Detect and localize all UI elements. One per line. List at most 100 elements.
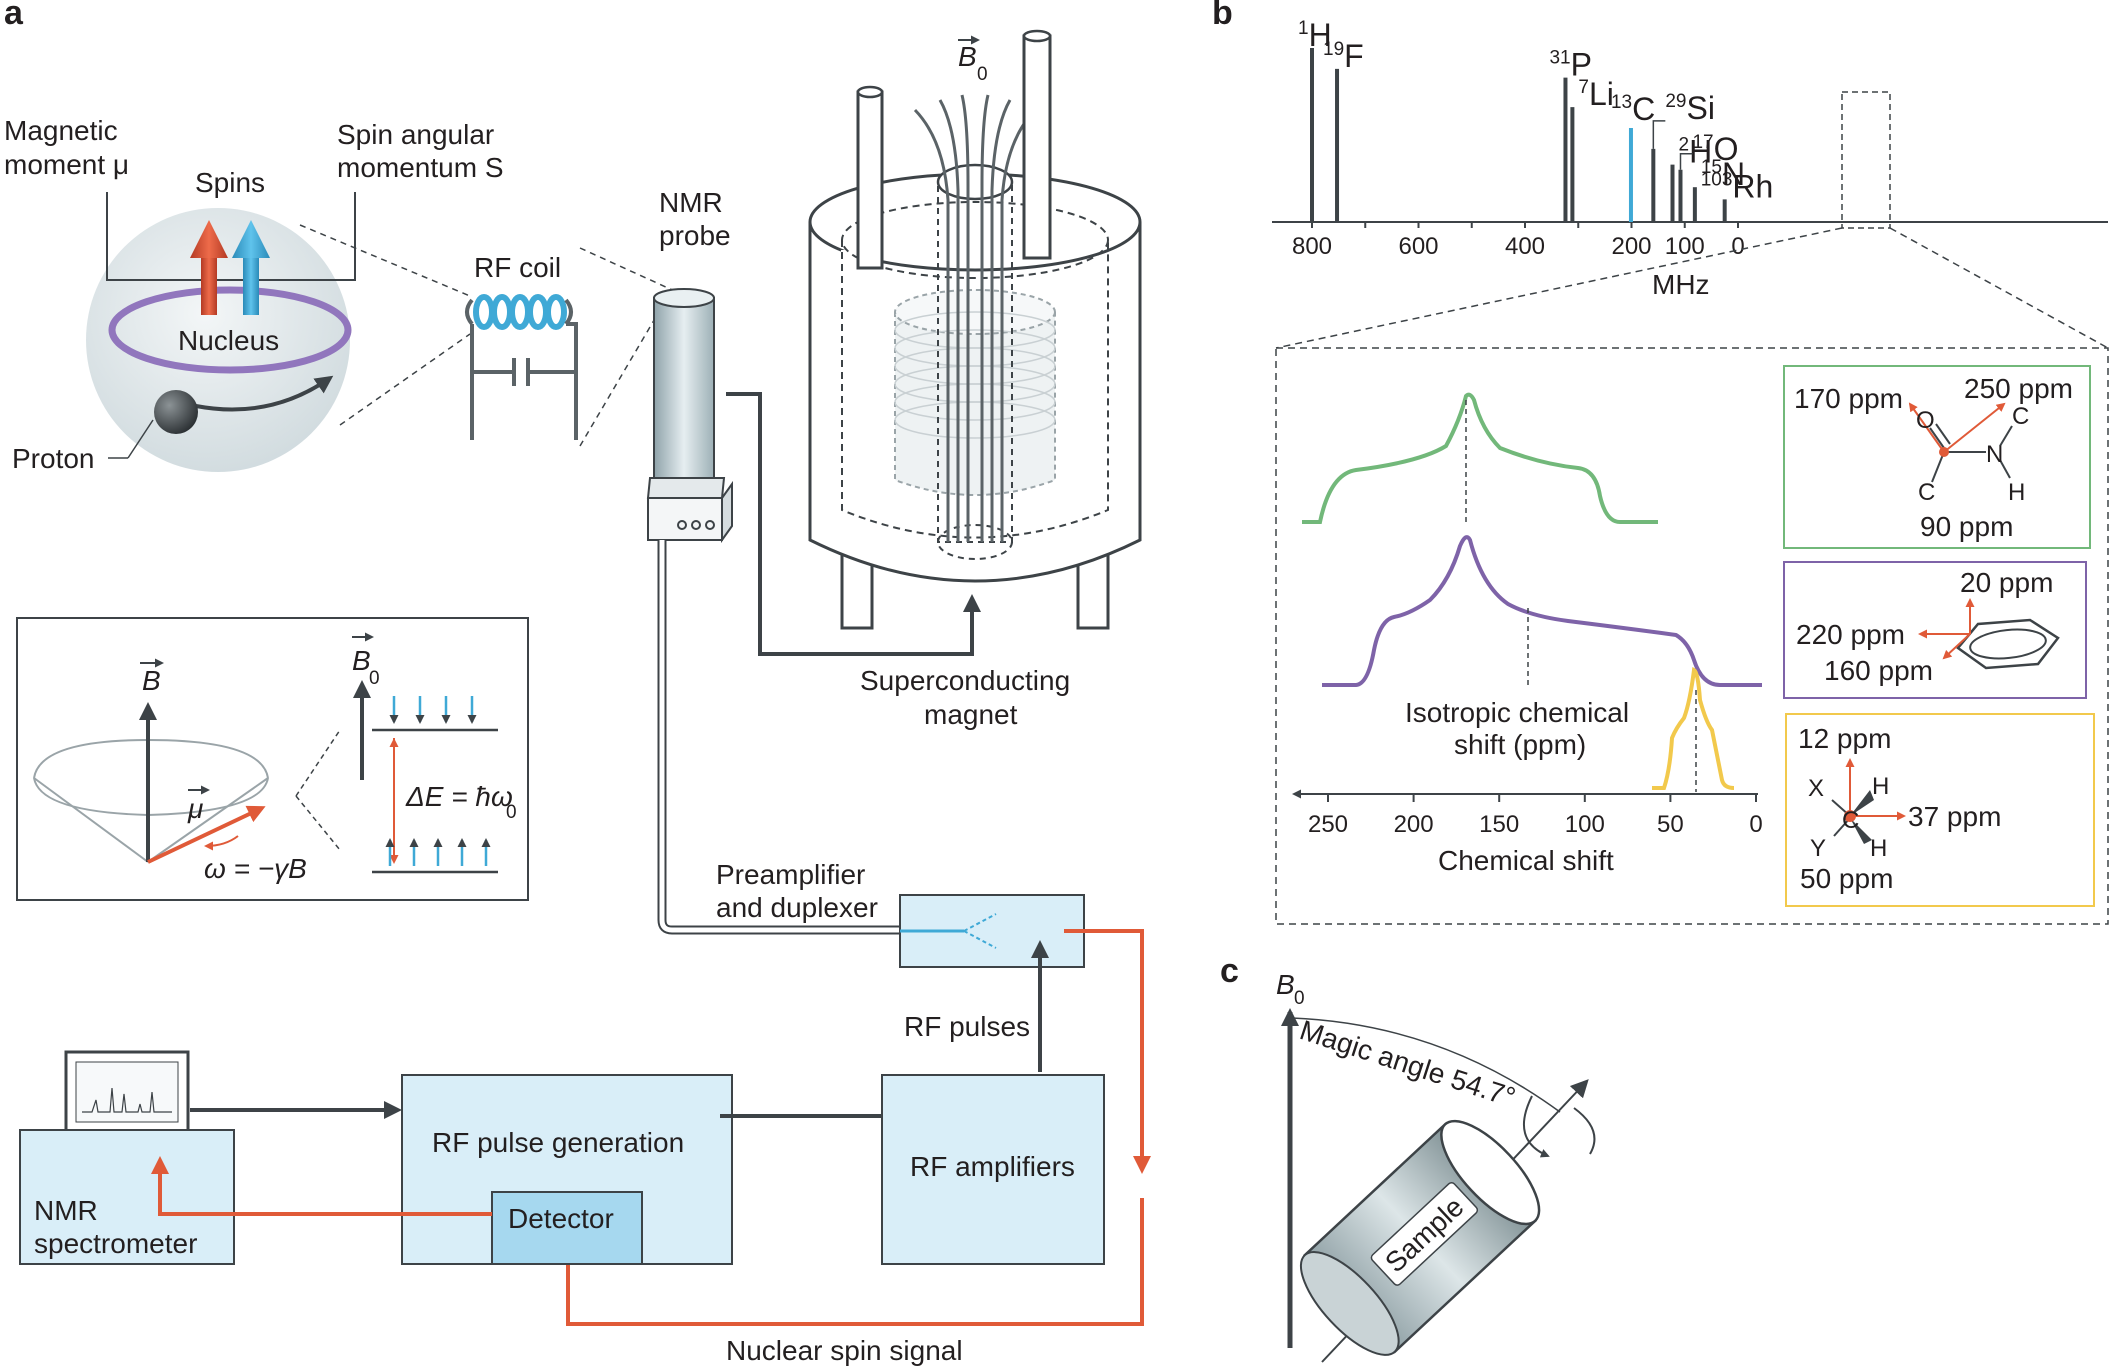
detector-label: Detector — [508, 1203, 614, 1234]
b0-field-subscript: 0 — [977, 64, 988, 85]
methyl-h1-atom: H — [1872, 773, 1889, 800]
panel-label-a: a — [4, 0, 24, 32]
nucleus-label-rh103: 103Rh — [1701, 168, 1774, 204]
magic-b0-subscript: 0 — [1294, 988, 1305, 1009]
magnet-label-2: magnet — [924, 699, 1018, 730]
atom-sphere — [86, 208, 350, 472]
rf-pulse-generation-label: RF pulse generation — [432, 1127, 684, 1158]
nmr-probe-label-2: probe — [659, 220, 731, 251]
green-spectrum — [1302, 392, 1658, 524]
b0-field-label: B — [958, 41, 977, 72]
shift-tick-label: 200 — [1394, 811, 1434, 838]
nucleus-label-c13: 13C — [1611, 91, 1655, 127]
chemical-shift-axis-label: Chemical shift — [1438, 845, 1614, 876]
spectrometer-label-1: NMR — [34, 1195, 98, 1226]
nmr-probe-label-1: NMR — [659, 187, 723, 218]
nuclear-spin-signal-label: Nuclear spin signal — [726, 1335, 963, 1366]
methyl-h2-atom: H — [1870, 835, 1887, 862]
proton-rotation-arrow — [195, 375, 334, 412]
shift-tick-label: 100 — [1565, 811, 1605, 838]
nucleus-label: Nucleus — [178, 325, 279, 356]
preamp-box — [899, 894, 1085, 968]
nucleus-label-p31: 31P — [1549, 47, 1591, 83]
signal-return-arrow — [559, 1198, 1144, 1326]
methyl-37-label: 37 ppm — [1908, 801, 2001, 832]
frequency-axis-label: MHz — [1652, 269, 1710, 300]
rotation-arrow — [1523, 1095, 1550, 1158]
amide-170-label: 170 ppm — [1794, 383, 1903, 414]
shift-tick-label: 50 — [1657, 811, 1684, 838]
rf-coil-label: RF coil — [474, 252, 561, 283]
omega-equation: ω = −γB — [204, 853, 307, 884]
nucleus-label-li7: 7Li — [1578, 76, 1613, 112]
computer-monitor-icon — [64, 1050, 190, 1147]
spin-angular-label-1: Spin angular — [337, 119, 494, 150]
isotropic-label-1: Isotropic chemical — [1405, 697, 1629, 728]
c13-highlight-box — [1841, 91, 1891, 229]
nmr-probe — [646, 288, 733, 544]
magic-angle-label: Magic angle 54.7° — [1296, 1014, 1519, 1113]
rf-amplifiers-box — [881, 1074, 1105, 1265]
spins-label: Spins — [195, 167, 265, 198]
benzene-160-label: 160 ppm — [1824, 655, 1933, 686]
chemical-shift-spectra — [1302, 392, 1762, 792]
b-field-label: B — [142, 665, 161, 696]
nucleus-label-f19: 19F — [1323, 38, 1364, 74]
molecule-box-amide — [1783, 365, 2091, 549]
methyl-50-label: 50 ppm — [1800, 863, 1893, 894]
chemical-shift-inset — [1275, 347, 2109, 925]
nucleus-label-n15: 15N — [1701, 156, 1745, 192]
methyl-y-atom: Y — [1810, 835, 1826, 862]
magic-b0-label: B — [1276, 969, 1295, 1000]
precession-inset — [16, 617, 529, 901]
nucleus-label-h1: 1H — [1298, 17, 1332, 53]
rf-pulses-label: RF pulses — [904, 1011, 1030, 1042]
rf-coil — [465, 294, 578, 440]
frequency-tick-label: 600 — [1398, 233, 1438, 260]
zoom-line — [295, 795, 341, 851]
benzene-220-label: 220 ppm — [1796, 619, 1905, 650]
yellow-spectrum — [1652, 666, 1735, 790]
detector-to-spectrometer-arrow — [151, 1156, 492, 1216]
benzene-molecule — [1918, 598, 2060, 670]
magic-angle-arc — [1291, 1017, 1561, 1113]
methyl-x-atom: X — [1808, 775, 1824, 802]
frequency-tick-label: 400 — [1505, 233, 1545, 260]
nucleus-label-si29: 29Si — [1665, 90, 1715, 126]
nucleus-orbit — [108, 286, 352, 374]
sample-rotor: Sample — [1299, 1119, 1541, 1356]
zoom-line — [579, 309, 661, 447]
preamp-label-1: Preamplifier — [716, 859, 865, 890]
detector-box — [491, 1191, 643, 1265]
proton-sphere — [154, 390, 198, 434]
b0-inset-subscript: 0 — [369, 668, 380, 689]
amide-molecule — [1908, 402, 2013, 483]
frequency-tick-label: 200 — [1611, 233, 1651, 260]
zoom-line — [339, 333, 471, 426]
probe-to-magnet-arrow — [726, 392, 981, 656]
panel-label-c: c — [1220, 952, 1239, 990]
isotropic-label-2: shift (ppm) — [1454, 729, 1586, 760]
magnetic-moment-label-1: Magnetic — [4, 115, 118, 146]
atom-illustration — [86, 192, 356, 472]
b0-inset-label: B — [352, 645, 371, 676]
signal-out-arrow — [1064, 929, 1151, 1174]
amide-c2-atom: C — [1918, 479, 1935, 506]
frequency-tick-label: 0 — [1731, 233, 1744, 260]
nucleus-label-o17: 17O — [1692, 131, 1738, 167]
shift-tick-label: 150 — [1479, 811, 1519, 838]
molecule-box-methyl — [1785, 713, 2095, 907]
shift-tick-label: 0 — [1749, 811, 1762, 838]
spectrometer-label-2: spectrometer — [34, 1228, 197, 1259]
molecule-box-benzene — [1783, 561, 2087, 699]
benzene-20-label: 20 ppm — [1960, 567, 2053, 598]
superconducting-magnet — [808, 29, 1142, 630]
spin-angular-label-2: momentum S — [337, 152, 504, 183]
nucleus-label-h2: 2H — [1679, 134, 1713, 170]
proton-leader — [127, 419, 154, 459]
zoom-line — [299, 224, 471, 297]
rf-pulse-generation-box — [401, 1074, 733, 1265]
